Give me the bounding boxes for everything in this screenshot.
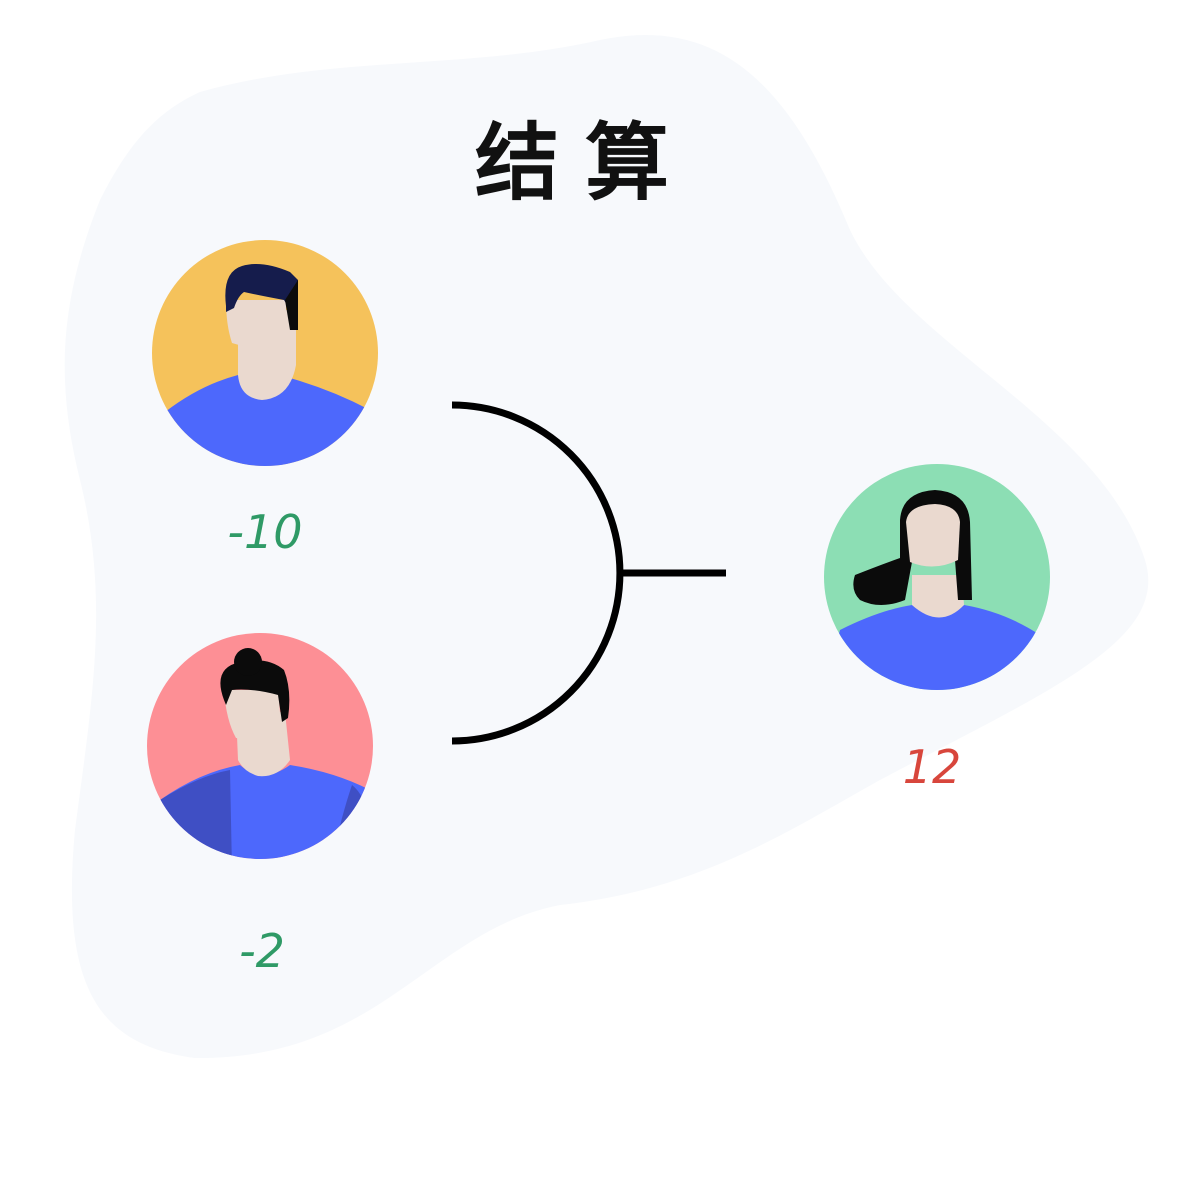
man-avatar-icon bbox=[152, 240, 378, 466]
score-longhair: 12 bbox=[903, 740, 962, 794]
merge-connector bbox=[451, 401, 726, 745]
page-title: 结算 bbox=[475, 114, 695, 212]
score-bun: -2 bbox=[239, 924, 285, 978]
merge-arc bbox=[451, 401, 624, 745]
score-man: -10 bbox=[227, 505, 302, 559]
